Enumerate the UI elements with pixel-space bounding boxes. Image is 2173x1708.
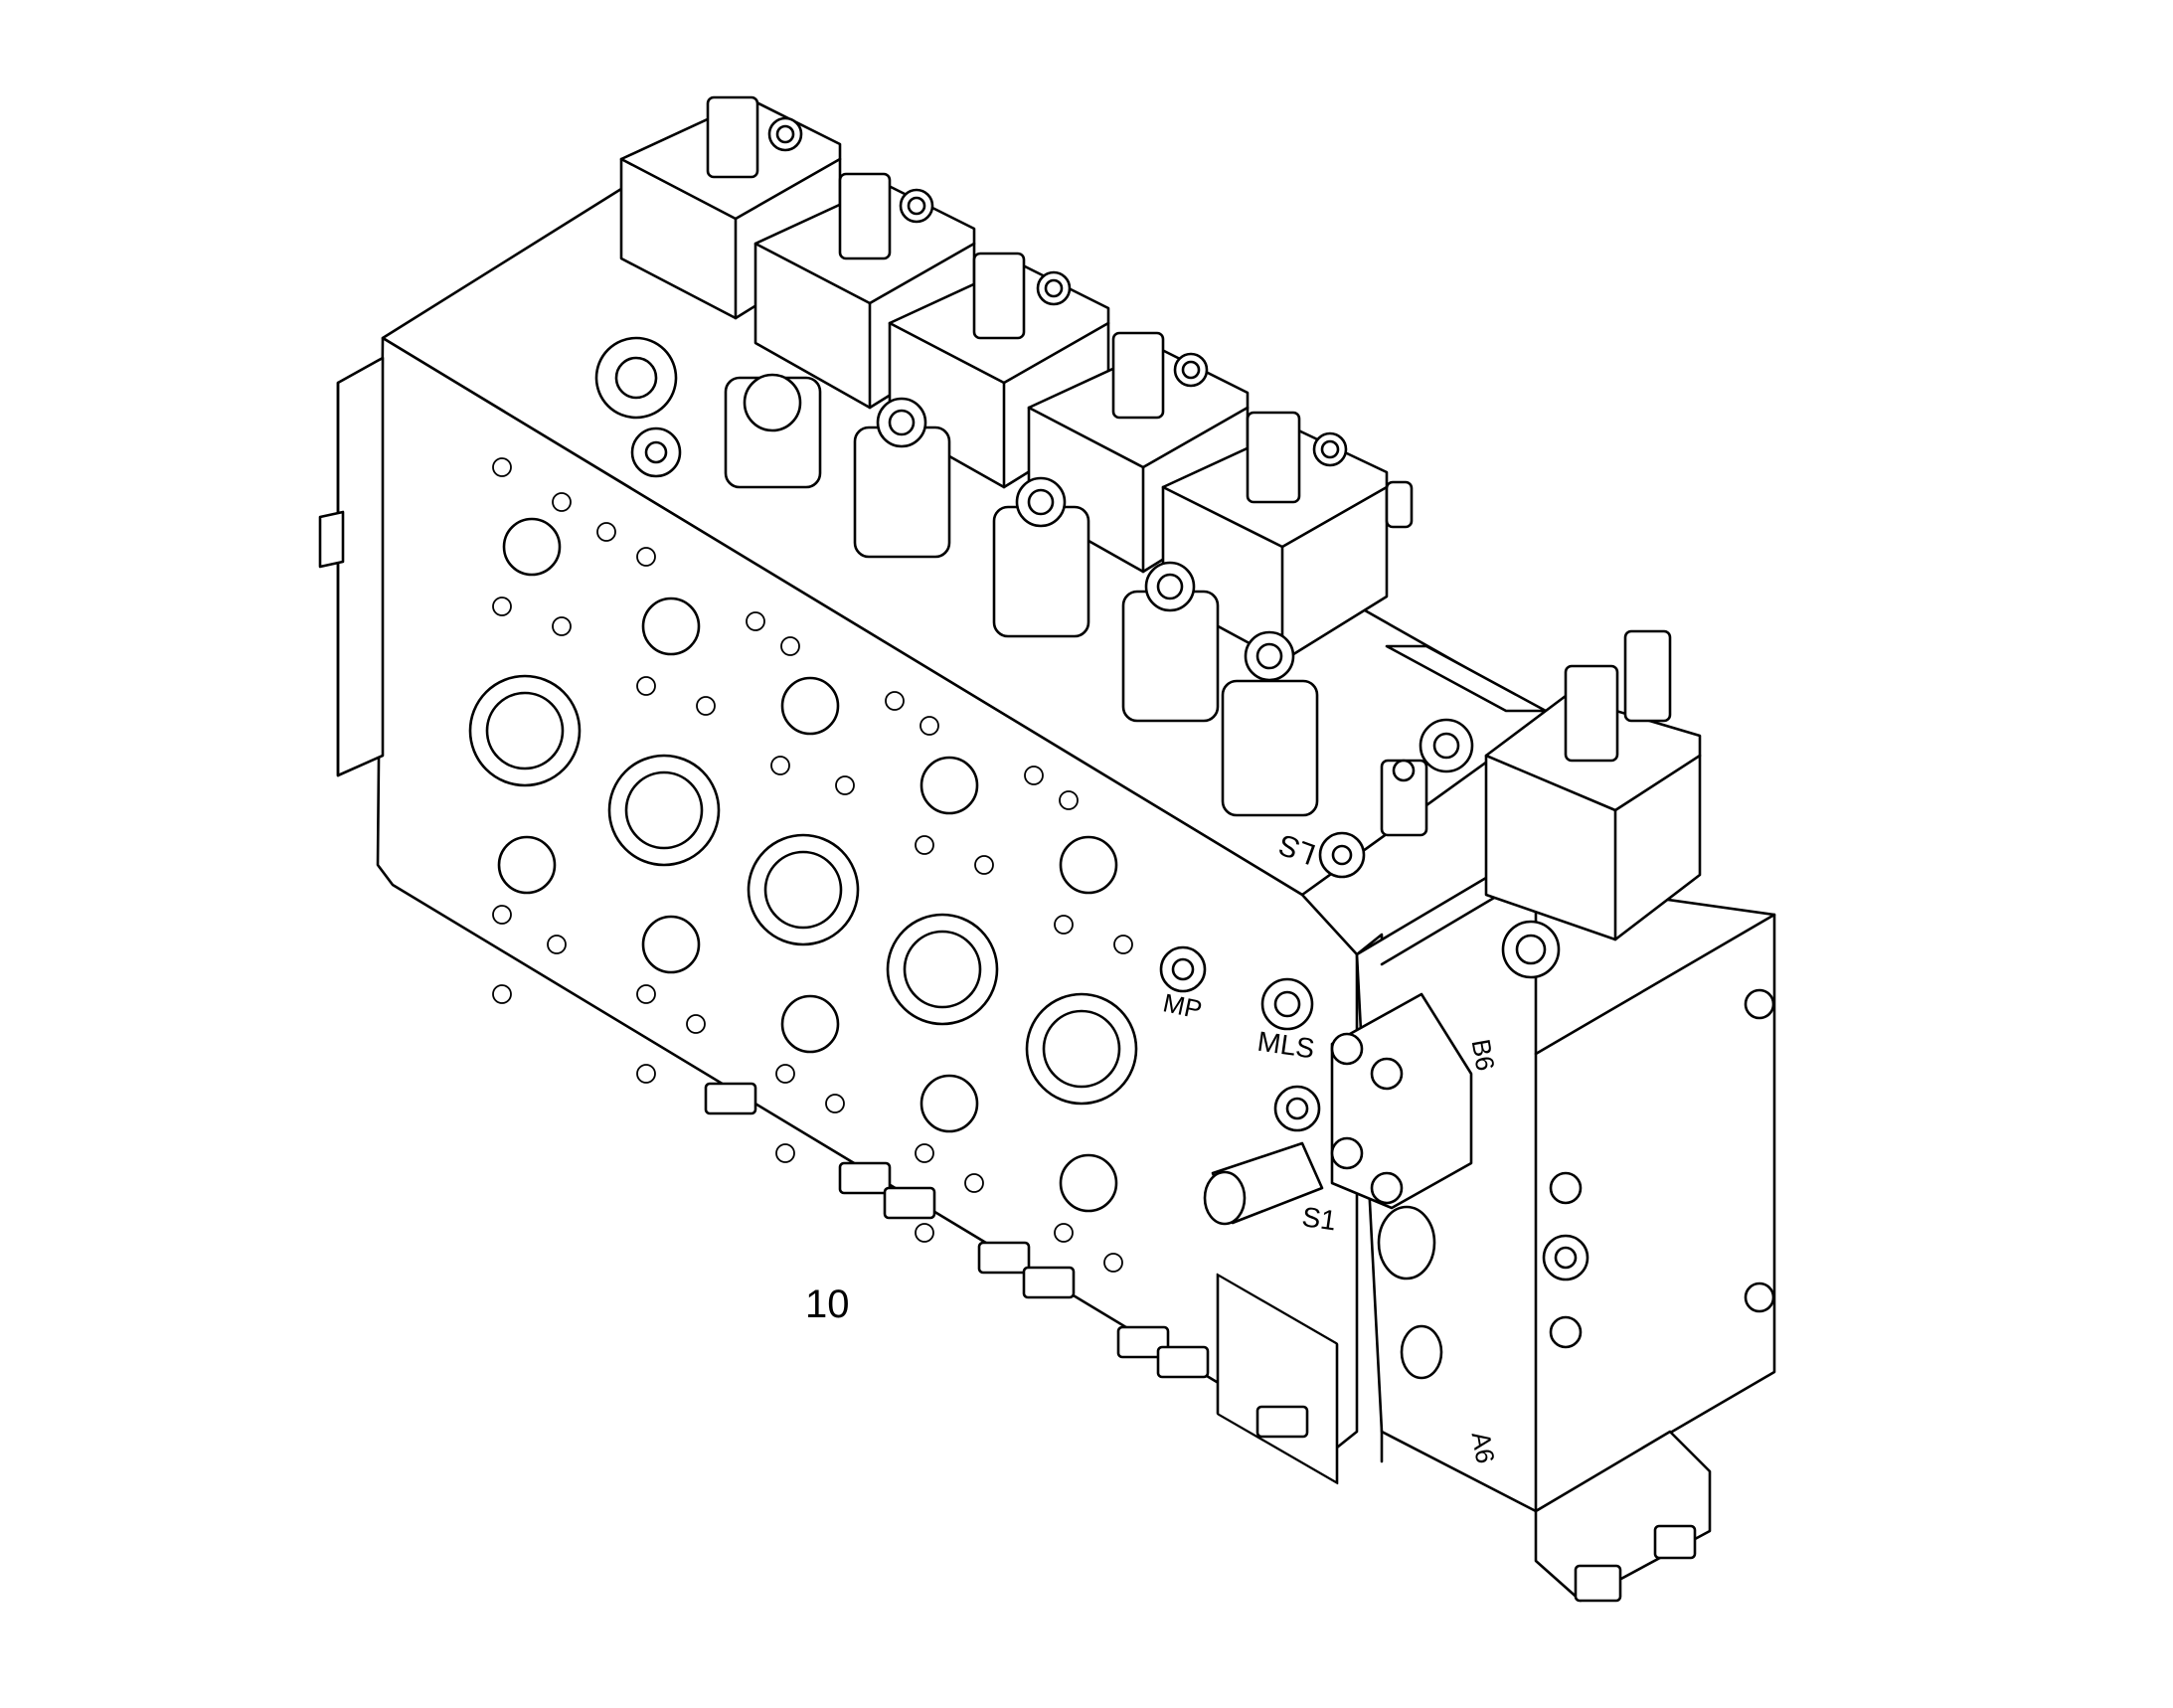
callout-number: 10 xyxy=(805,1282,850,1326)
port-label-a6: A6 xyxy=(1466,1430,1501,1466)
end-section xyxy=(1330,629,1776,1603)
relief-valves xyxy=(594,336,1548,879)
gauge-ports xyxy=(1159,945,1324,1226)
port-label-b6: B6 xyxy=(1466,1037,1501,1074)
bottom-fittings xyxy=(704,1082,1309,1439)
port-label-s1: S1 xyxy=(1300,1201,1338,1236)
